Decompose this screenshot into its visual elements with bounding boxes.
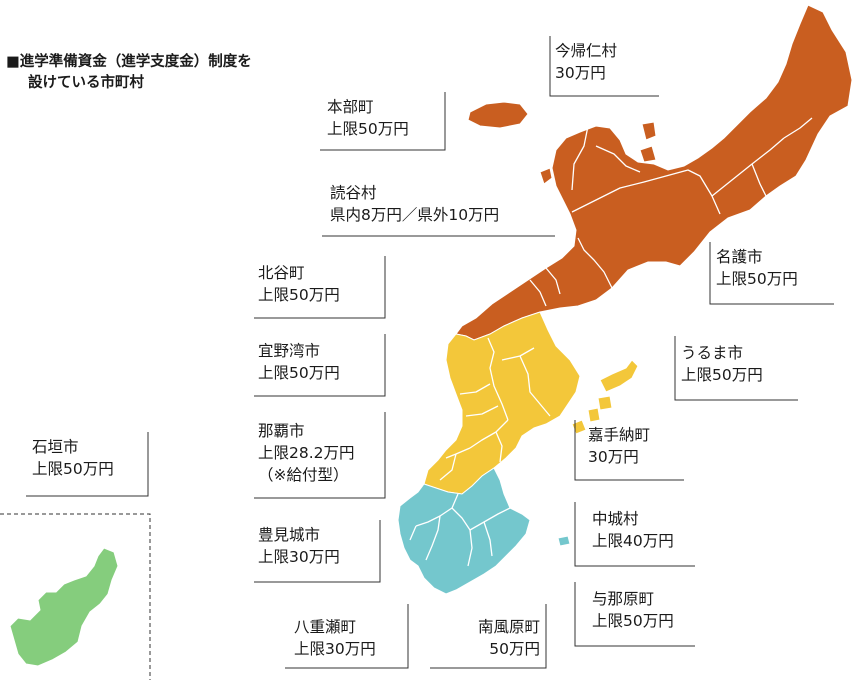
leader-haebaru	[430, 604, 547, 669]
leader-nakagusuku	[574, 502, 695, 567]
uruma-island-3	[587, 407, 601, 423]
label-motobu-amount: 上限50万円	[327, 120, 409, 138]
label-yaese-amount: 上限30万円	[294, 640, 376, 658]
label-nago: 名護市 上限50万円	[716, 246, 798, 290]
uruma-island-1	[599, 359, 639, 393]
minnajima-island	[539, 167, 553, 185]
leader-motobu	[320, 92, 446, 151]
leader-naha	[254, 412, 386, 499]
label-naha-note: （※給付型）	[258, 466, 349, 484]
yagajijima-island	[641, 121, 657, 141]
uruma-island-2	[597, 395, 613, 411]
label-chatan-amount: 上限50万円	[258, 286, 340, 304]
label-yonabaru-amount: 上限50万円	[592, 612, 674, 630]
label-yaese-name: 八重瀬町	[294, 618, 357, 636]
kudaka-island	[557, 535, 571, 547]
leader-uruma	[674, 336, 798, 401]
southern-region	[397, 467, 571, 595]
leader-ginowan	[254, 334, 386, 397]
label-naha-amount: 上限28.2万円	[258, 444, 355, 462]
label-nakijin-name: 今帰仁村	[555, 42, 618, 60]
label-motobu-name: 本部町	[327, 98, 374, 116]
label-haebaru-name: 南風原町	[477, 618, 540, 636]
label-yomitan-name: 読谷村	[330, 184, 377, 202]
leader-kadena	[574, 420, 684, 481]
label-uruma-amount: 上限50万円	[681, 366, 763, 384]
leader-ishigaki	[26, 432, 149, 497]
label-nakagusuku: 中城村 上限40万円	[592, 508, 674, 552]
ishigaki-inset-divider	[0, 513, 151, 680]
label-ishigaki: 石垣市 上限50万円	[32, 436, 114, 480]
ishigaki-island	[9, 547, 119, 667]
label-kadena-name: 嘉手納町	[588, 426, 651, 444]
label-nakijin-amount: 30万円	[555, 64, 606, 82]
label-haebaru-amount: 50万円	[489, 640, 540, 658]
label-ginowan: 宜野湾市 上限50万円	[258, 340, 340, 384]
label-yomitan: 読谷村 県内8万円／県外10万円	[330, 182, 499, 226]
leader-nakijin	[549, 36, 659, 97]
label-kadena-amount: 30万円	[588, 448, 639, 466]
figure-title-line1: ■進学準備資金（進学支度金）制度を	[6, 54, 252, 70]
ishigaki-inset	[0, 513, 151, 680]
label-yaese: 八重瀬町 上限30万円	[294, 616, 376, 660]
label-chatan-name: 北谷町	[258, 264, 305, 282]
leader-nago	[709, 242, 834, 305]
label-nakagusuku-name: 中城村	[592, 510, 639, 528]
label-haebaru: 南風原町 50万円	[436, 616, 540, 660]
label-ginowan-amount: 上限50万円	[258, 364, 340, 382]
label-ishigaki-amount: 上限50万円	[32, 460, 114, 478]
label-yonabaru-name: 与那原町	[592, 590, 655, 608]
label-nakagusuku-amount: 上限40万円	[592, 532, 674, 550]
label-tomigusuku-amount: 上限30万円	[258, 548, 340, 566]
figure-title: ■進学準備資金（進学支度金）制度を 設けている市町村	[6, 52, 252, 94]
kourijima-island	[639, 145, 657, 163]
label-uruma-name: うるま市	[681, 344, 744, 362]
iejima-island	[467, 101, 529, 129]
label-yomitan-amount: 県内8万円／県外10万円	[330, 206, 500, 224]
label-naha-name: 那覇市	[258, 422, 305, 440]
label-uruma: うるま市 上限50万円	[681, 342, 763, 386]
label-tomigusuku: 豊見城市 上限30万円	[258, 524, 340, 568]
label-nago-amount: 上限50万円	[716, 270, 798, 288]
figure-title-line2: 設けている市町村	[28, 75, 144, 91]
leader-tomigusuku	[254, 520, 381, 583]
northern-region	[455, 4, 853, 341]
southern-okinawa-landmass	[397, 467, 531, 595]
label-ginowan-name: 宜野湾市	[258, 342, 321, 360]
leader-lines	[26, 36, 834, 669]
label-tomigusuku-name: 豊見城市	[258, 526, 321, 544]
leader-chatan	[254, 256, 386, 319]
label-kadena: 嘉手納町 30万円	[588, 424, 650, 468]
uruma-island-4	[571, 419, 587, 435]
label-ishigaki-name: 石垣市	[32, 438, 79, 456]
label-naha: 那覇市 上限28.2万円 （※給付型）	[258, 420, 355, 486]
label-motobu: 本部町 上限50万円	[327, 96, 409, 140]
leader-yaese	[285, 604, 409, 669]
leader-yonabaru	[574, 582, 695, 647]
municipal-boundaries	[409, 117, 813, 567]
label-nakijin: 今帰仁村 30万円	[555, 40, 617, 84]
label-yonabaru: 与那原町 上限50万円	[592, 588, 674, 632]
label-chatan: 北谷町 上限50万円	[258, 262, 340, 306]
label-nago-name: 名護市	[716, 248, 763, 266]
northern-okinawa-landmass	[455, 4, 853, 341]
